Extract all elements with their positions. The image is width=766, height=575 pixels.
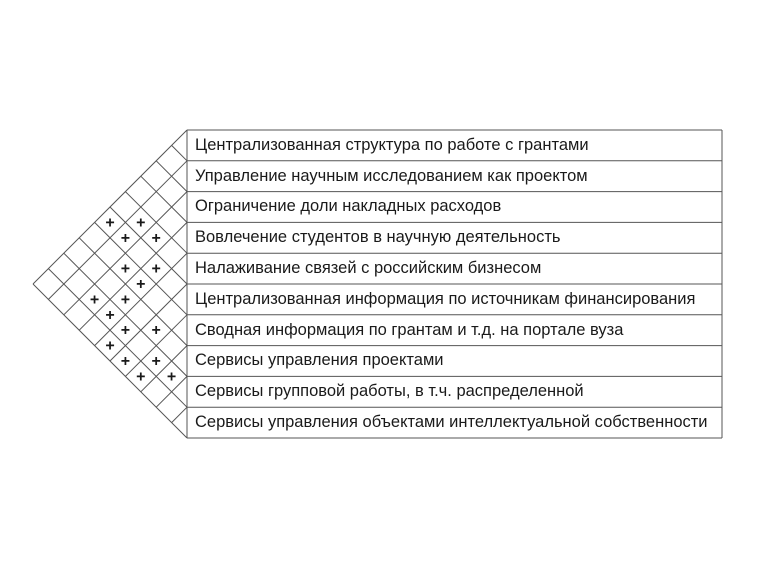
matrix-grid-line <box>140 345 188 393</box>
relation-mark: + <box>136 276 145 293</box>
row-label: Централизованная структура по работе с г… <box>195 135 589 154</box>
row-label: Сервисы управления проектами <box>195 351 444 370</box>
relation-mark: + <box>152 322 161 339</box>
relation-mark: + <box>105 214 114 231</box>
matrix-grid-line <box>94 222 188 316</box>
relation-mark: + <box>136 368 145 385</box>
relation-mark: + <box>105 338 114 355</box>
row-label: Вовлечение студентов в научную деятельно… <box>195 228 561 247</box>
table-row: Сервисы групповой работы, в т.ч. распред… <box>187 376 722 407</box>
matrix-grid-line <box>125 191 188 254</box>
relation-mark: + <box>105 307 114 324</box>
relation-mark: + <box>152 261 161 278</box>
matrix-grid-line <box>48 268 188 408</box>
matrix-grid-line <box>78 237 188 346</box>
row-label: Налаживание связей с российским бизнесом <box>195 259 542 278</box>
relation-mark: + <box>152 230 161 247</box>
relation-mark: + <box>90 291 99 308</box>
matrix-grid-line <box>48 160 188 300</box>
table-row: Налаживание связей с российским бизнесом <box>187 253 722 284</box>
row-label: Сервисы групповой работы, в т.ч. распред… <box>195 382 584 401</box>
matrix-grid-line <box>171 406 188 423</box>
table-row: Централизованная информация по источника… <box>187 284 722 315</box>
relation-mark: + <box>152 353 161 370</box>
relation-mark: + <box>136 214 145 231</box>
matrix-grid-line <box>78 222 188 331</box>
matrix-grid-line <box>155 160 188 192</box>
relation-mark: + <box>121 261 130 278</box>
table-row: Управление научным исследованием как про… <box>187 161 722 192</box>
table-row: Централизованная структура по работе с г… <box>187 130 722 161</box>
table-row: Сервисы управления проектами <box>187 346 722 377</box>
row-label: Сводная информация по грантам и т.д. на … <box>195 320 624 339</box>
relation-mark: + <box>121 230 130 247</box>
matrix-grid-line <box>32 283 188 439</box>
matrix-grid-line <box>63 252 188 377</box>
relation-mark: + <box>121 353 130 370</box>
table-row: Сводная информация по грантам и т.д. на … <box>187 315 722 346</box>
relation-mark: + <box>121 322 130 339</box>
table-row: Ограничение доли накладных расходов <box>187 192 722 223</box>
table-row: Сервисы управления объектами интеллектуа… <box>187 407 722 438</box>
matrix-grid-line <box>109 206 188 285</box>
row-label: Сервисы управления объектами интеллектуа… <box>195 413 708 432</box>
matrix-grid-line <box>140 175 188 223</box>
row-label: Централизованная информация по источника… <box>195 289 696 308</box>
table-row: Вовлечение студентов в научную деятельно… <box>187 222 722 253</box>
matrix-grid-line <box>109 283 188 362</box>
relation-mark: + <box>121 291 130 308</box>
relation-mark: + <box>167 368 176 385</box>
row-label: Управление научным исследованием как про… <box>195 166 588 185</box>
row-label: Ограничение доли накладных расходов <box>195 197 502 216</box>
matrix-grid-line <box>171 145 188 162</box>
